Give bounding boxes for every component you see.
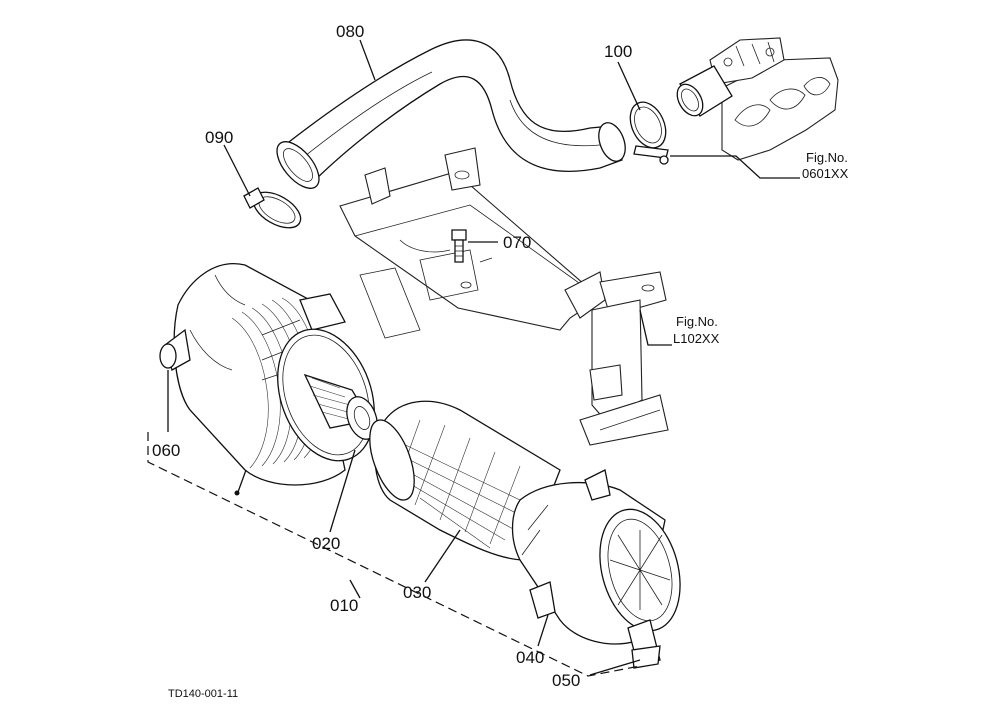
figure-ref-lower-number: L102XX bbox=[673, 331, 720, 346]
figure-ref-upper-number: 0601XX bbox=[802, 166, 849, 181]
figure-ref-upper-prefix: Fig.No. bbox=[806, 150, 848, 165]
figure-ref-lower: Fig.No. L102XX bbox=[673, 314, 720, 346]
callout-090: 090 bbox=[205, 128, 233, 147]
engine-manifold bbox=[709, 37, 839, 161]
bolt-070 bbox=[451, 229, 467, 263]
hose-clamp-100 bbox=[629, 101, 669, 165]
figure-ref-upper: Fig.No. 0601XX bbox=[802, 150, 849, 181]
callout-070: 070 bbox=[503, 233, 531, 252]
callout-060: 060 bbox=[152, 441, 180, 460]
leader-lines bbox=[167, 39, 800, 676]
air-cleaner-cover bbox=[511, 469, 681, 645]
assembly-boundary bbox=[147, 432, 641, 677]
callout-040: 040 bbox=[516, 648, 544, 667]
callout-080: 080 bbox=[336, 22, 364, 41]
figure-ref-lower-prefix: Fig.No. bbox=[676, 314, 718, 329]
callout-030: 030 bbox=[403, 583, 431, 602]
mounting-frame bbox=[339, 147, 669, 446]
callout-050: 050 bbox=[552, 671, 580, 690]
callout-020: 020 bbox=[312, 534, 340, 553]
callout-labels: 080 100 090 070 060 020 030 010 040 050 bbox=[152, 22, 632, 690]
intake-hose bbox=[276, 39, 626, 189]
hose-clamp-090 bbox=[243, 187, 302, 229]
drawing-code: TD140-001-11 bbox=[168, 688, 238, 700]
intake-elbow bbox=[676, 65, 733, 117]
callout-010: 010 bbox=[330, 596, 358, 615]
callout-100: 100 bbox=[604, 42, 632, 61]
